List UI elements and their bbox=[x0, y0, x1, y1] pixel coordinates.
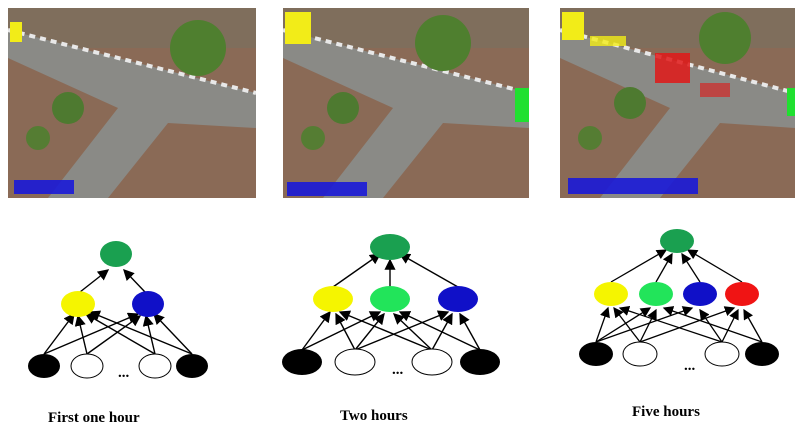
input-node-light bbox=[622, 341, 658, 367]
node-red bbox=[725, 282, 759, 306]
input-node-dark bbox=[579, 342, 613, 366]
node-yellow bbox=[61, 291, 95, 317]
input-node-light bbox=[138, 353, 172, 379]
green-marker bbox=[787, 88, 795, 116]
node-blue bbox=[132, 291, 164, 317]
road-photo-1 bbox=[8, 8, 256, 198]
input-node-dark bbox=[282, 349, 322, 375]
top-node bbox=[370, 234, 410, 260]
yellow-marker bbox=[10, 22, 22, 42]
top-node bbox=[100, 241, 132, 267]
node-green bbox=[370, 286, 410, 312]
red-marker bbox=[655, 53, 690, 83]
road-photo-3 bbox=[560, 8, 795, 198]
input-node-dark bbox=[28, 354, 60, 378]
input-node-light bbox=[704, 341, 740, 367]
node-green bbox=[639, 282, 673, 306]
green-marker bbox=[515, 88, 529, 122]
node-blue bbox=[438, 286, 478, 312]
input-node-light bbox=[334, 348, 376, 376]
blue-marker bbox=[14, 180, 74, 194]
yellow-marker bbox=[562, 12, 584, 40]
input-node-light bbox=[411, 348, 453, 376]
caption-2: Two hours bbox=[340, 408, 408, 424]
caption-3: Five hours bbox=[632, 404, 700, 420]
road-photo-2 bbox=[283, 8, 529, 198]
top-node bbox=[660, 229, 694, 253]
blue-marker bbox=[287, 182, 367, 196]
ellipsis-2: ... bbox=[392, 362, 404, 378]
input-node-light bbox=[70, 353, 104, 379]
red-marker bbox=[700, 83, 730, 97]
node-yellow bbox=[594, 282, 628, 306]
node-yellow bbox=[313, 286, 353, 312]
network-graph-3 bbox=[579, 229, 779, 367]
yellow-marker bbox=[285, 12, 311, 44]
caption-1: First one hour bbox=[48, 410, 140, 426]
input-node-dark bbox=[460, 349, 500, 375]
input-node-dark bbox=[745, 342, 779, 366]
ellipsis-3: ... bbox=[684, 358, 696, 374]
network-graph-1 bbox=[28, 241, 208, 379]
network-graph-2 bbox=[282, 234, 500, 376]
input-node-dark bbox=[176, 354, 208, 378]
blue-marker bbox=[568, 178, 698, 194]
ellipsis-1: ... bbox=[118, 365, 130, 381]
yellow-marker bbox=[590, 36, 626, 46]
node-blue bbox=[683, 282, 717, 306]
